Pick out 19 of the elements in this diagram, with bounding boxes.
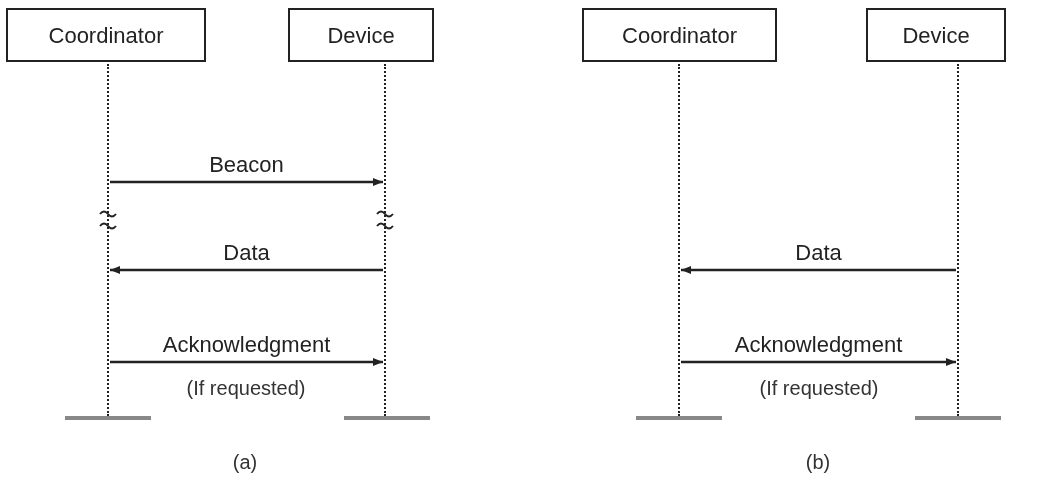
note-text: (If requested): [759, 376, 879, 401]
note-text: (a): [232, 450, 258, 475]
participant-box: Device: [288, 8, 434, 62]
message-arrow: [110, 266, 383, 274]
lifeline: [677, 64, 681, 416]
lifeline: [956, 64, 960, 416]
note-text: (If requested): [186, 376, 306, 401]
message-arrow: [110, 178, 383, 186]
edge-label: Acknowledgment: [160, 334, 333, 356]
participant-box: Coordinator: [6, 8, 206, 62]
note-text: (b): [805, 450, 831, 475]
lifeline: [106, 64, 110, 416]
lifeline: [383, 64, 387, 416]
message-arrow: [110, 358, 383, 366]
participant-box: Coordinator: [582, 8, 777, 62]
edge-label: Acknowledgment: [732, 334, 905, 356]
message-arrow: [681, 358, 956, 366]
participant-box: Device: [866, 8, 1006, 62]
message-arrow: [681, 266, 956, 274]
